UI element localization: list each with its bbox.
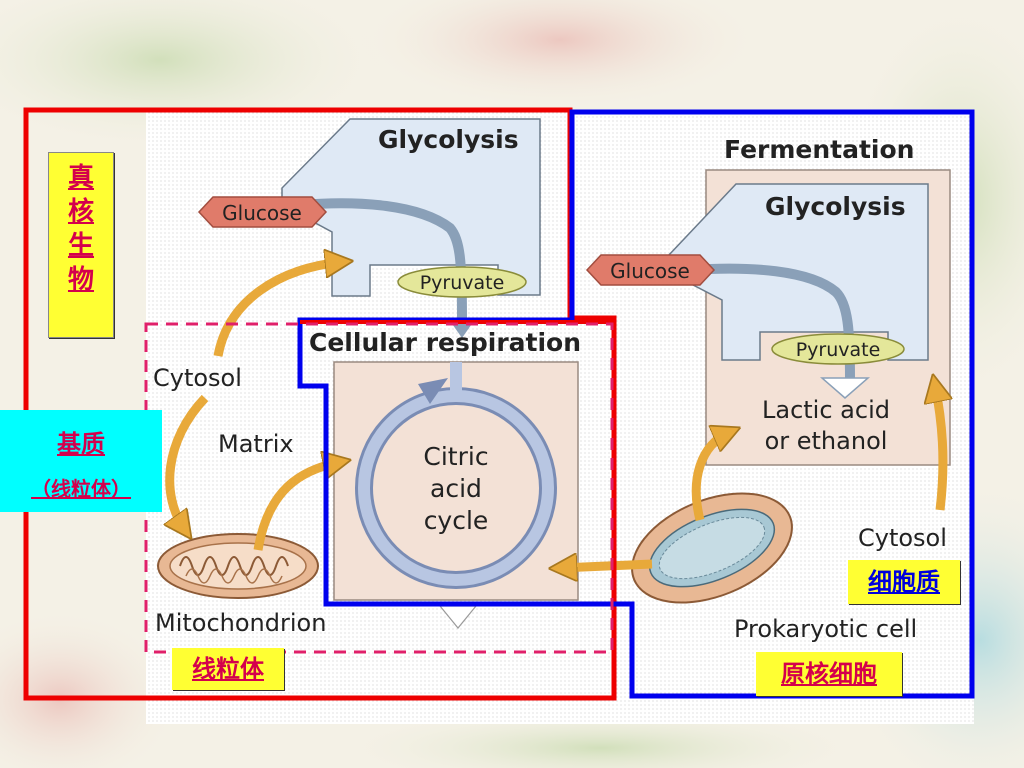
glucose-shape-right — [585, 254, 716, 286]
eukaryote-char-4: 物 — [67, 265, 94, 295]
lactic-line1: Lactic acid — [762, 396, 890, 424]
citric-line2: acid — [430, 474, 482, 503]
lactic-line2: or ethanol — [765, 427, 888, 455]
mitochondrion-cn-label: 线粒体 — [172, 648, 284, 690]
pyruvate-label-right: Pyruvate — [796, 339, 881, 361]
eukaryote-char-3: 生 — [67, 231, 94, 261]
citric-cycle-ring-inner — [358, 390, 554, 586]
cellular-respiration-label: Cellular respiration — [309, 328, 581, 357]
citric-line3: cycle — [424, 506, 489, 535]
arrow-prokaryote-to-lactic — [691, 432, 730, 522]
arrow-cytosol-to-glycolysis — [213, 262, 342, 357]
glucose-label-left: Glucose — [222, 201, 302, 225]
pyruvate-shape-left — [397, 266, 527, 298]
glycolysis-label-left: Glycolysis — [378, 125, 519, 154]
cytoplasm-cn-label: 细胞质 — [848, 560, 960, 604]
mitochondrion-illustration — [157, 533, 319, 599]
glycolysis-flow-arrow-right — [819, 377, 871, 399]
eukaryote-char-1: 真 — [67, 163, 94, 193]
prokaryotic-cell-label: Prokaryotic cell — [734, 615, 917, 643]
prokaryote-illustration — [631, 492, 793, 604]
mitochondrion-label: Mitochondrion — [155, 609, 326, 637]
matrix-cn-label: 基质 （线粒体） — [0, 410, 162, 512]
pyruvate-shape-right — [771, 333, 905, 365]
glucose-label-right: Glucose — [610, 259, 690, 283]
cytosol-label-left: Cytosol — [153, 364, 242, 392]
arrow-cytosol-to-fermentation — [935, 385, 943, 511]
glycolysis-label-right: Glycolysis — [765, 192, 906, 221]
eukaryote-char-2: 核 — [67, 197, 94, 227]
fermentation-label: Fermentation — [724, 135, 914, 164]
arrow-prokaryote-to-cycle — [560, 564, 653, 568]
eukaryote-label: 真 核 生 物 — [48, 152, 114, 338]
matrix-label: Matrix — [218, 430, 294, 458]
citric-cycle-arrowhead — [418, 378, 448, 404]
pyruvate-label-left: Pyruvate — [420, 272, 505, 294]
matrix-cn-line2: （线粒体） — [31, 477, 131, 501]
arrow-cytosol-to-mitochondrion — [170, 394, 209, 530]
prokaryote-cn-label: 原核细胞 — [756, 652, 902, 696]
matrix-cn-line1: 基质 — [57, 429, 105, 458]
glucose-shape-left — [197, 196, 328, 228]
citric-line1: Citric — [423, 442, 488, 471]
cytosol-label-right: Cytosol — [858, 524, 947, 552]
